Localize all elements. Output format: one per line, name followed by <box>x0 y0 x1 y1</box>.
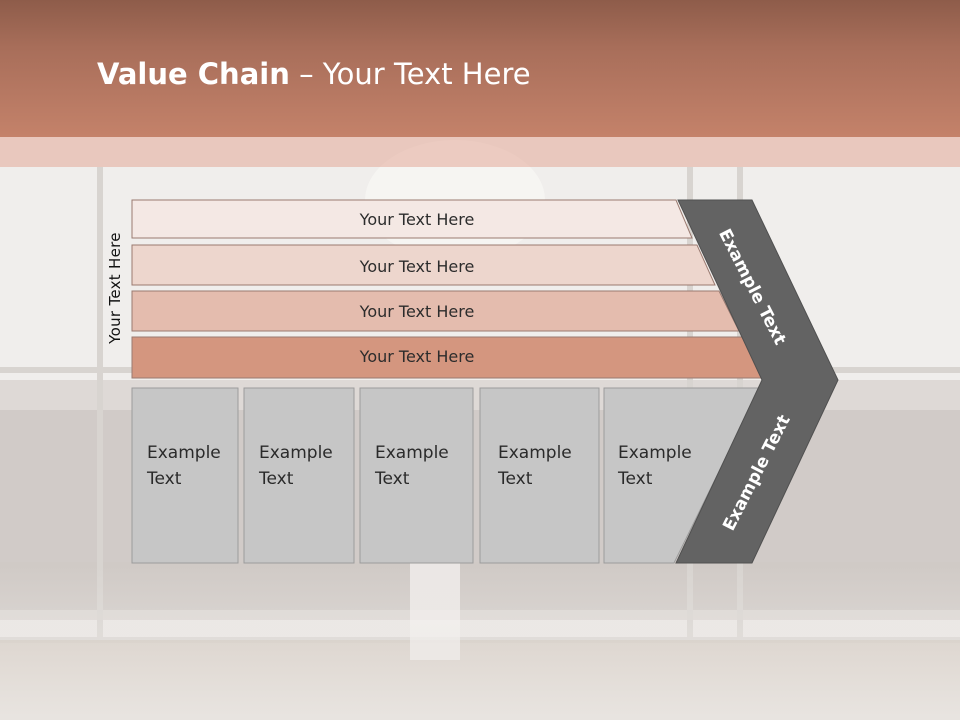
column-box-5[interactable] <box>603 387 761 564</box>
column-text-3: Example Text <box>375 443 449 489</box>
title-sub-band <box>0 137 960 167</box>
chevron-upper-label: Example Text <box>714 226 790 348</box>
column-box-2[interactable] <box>243 387 355 564</box>
column-text-2: Example Text <box>259 443 333 489</box>
row-label-2: Your Text Here <box>359 256 475 276</box>
slide-title[interactable]: Value Chain – Your Text Here <box>97 52 531 96</box>
chevron-lower-label: Example Text <box>719 412 795 534</box>
row-label-4: Your Text Here <box>359 346 475 366</box>
row-label-3: Your Text Here <box>359 301 475 321</box>
column-box-1[interactable] <box>131 387 239 564</box>
row-bar-1[interactable] <box>131 199 693 239</box>
column-box-3[interactable] <box>359 387 474 564</box>
column-text-5: Example Text <box>618 443 692 489</box>
column-text-1: Example Text <box>147 443 221 489</box>
chevron-arrow[interactable] <box>675 199 839 564</box>
title-band <box>0 0 960 137</box>
row-bar-2[interactable] <box>131 244 716 286</box>
column-box-4[interactable] <box>479 387 600 564</box>
title-rest: – Your Text Here <box>289 57 531 91</box>
row-label-1: Your Text Here <box>359 209 475 229</box>
title-bold: Value Chain <box>97 57 290 91</box>
column-text-4: Example Text <box>498 443 572 489</box>
